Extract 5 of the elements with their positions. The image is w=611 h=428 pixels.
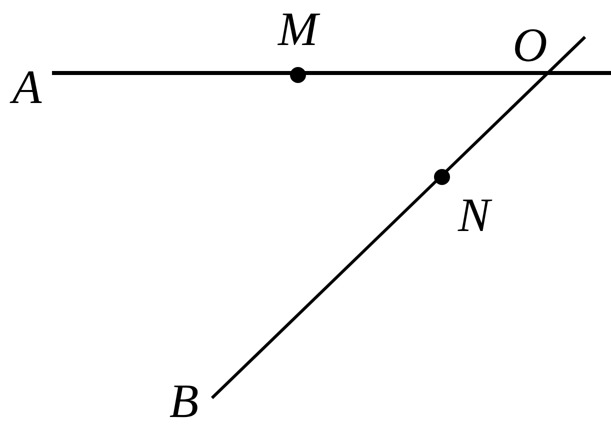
point-label: A <box>12 64 42 112</box>
point-label: B <box>169 378 199 426</box>
point-label: N <box>458 192 490 240</box>
point-label: O <box>512 22 548 70</box>
point-label: M <box>278 6 318 54</box>
